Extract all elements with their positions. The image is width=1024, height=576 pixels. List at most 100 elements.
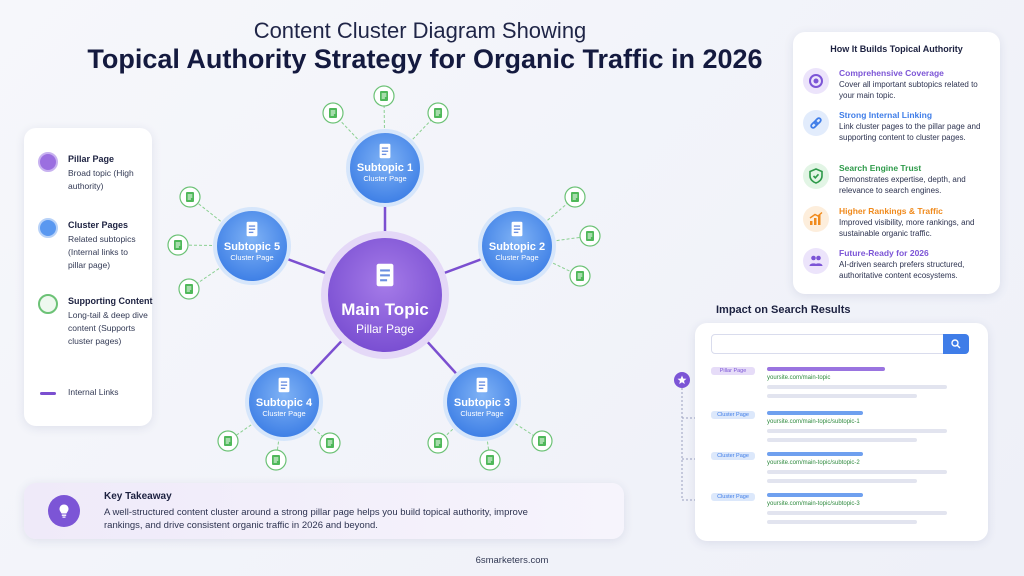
how-item-desc: Link cluster pages to the pillar page an… [839,122,981,142]
how-item-desc: Demonstrates expertise, depth, and relev… [839,175,966,195]
document-icon [434,438,442,448]
shield-icon [803,163,829,189]
pillar-dot-icon [38,152,58,172]
subtopic-5-subtitle: Cluster Page [230,253,274,262]
subtopic-4-subtitle: Cluster Page [262,409,306,418]
subtopic-circle-3 [447,367,517,437]
document-icon [538,436,546,446]
subtopic-1-node: Subtopic 1 Cluster Page [345,162,425,183]
subtopic-4-title: Subtopic 4 [255,397,313,409]
legend-supporting-desc: Long-tail & deep dive content (Supports … [68,310,148,346]
document-icon [186,192,194,202]
subtopic-circle-5 [217,211,287,281]
result-url[interactable]: yoursite.com/main-topic/subtopic-3 [767,501,860,507]
result-tag: Cluster Page [711,493,755,501]
document-icon [380,91,388,101]
subtopic-2-subtitle: Cluster Page [495,253,539,262]
how-item-title: Comprehensive Coverage [839,68,944,78]
takeaway-text: A well-structured content cluster around… [104,507,528,531]
how-heading: How It Builds Topical Authority [830,44,963,54]
chart-icon [803,206,829,232]
legend-cluster-title: Cluster Pages [68,220,129,230]
document-icon [246,221,258,237]
legend-links-label: Internal Links [68,387,119,397]
how-item-desc: Cover all important subtopics related to… [839,80,978,100]
document-icon [511,221,523,237]
result-tag: Cluster Page [711,452,755,460]
subtopic-2-node: Subtopic 2 Cluster Page [477,241,557,262]
result-snippet-line [767,394,917,398]
title-line-2: Topical Authority Strategy for Organic T… [87,44,763,74]
document-icon [571,192,579,202]
how-item-title: Search Engine Trust [839,163,922,173]
subtopic-5-title: Subtopic 5 [223,241,281,253]
users-icon [803,248,829,274]
main-topic-title: Main Topic [341,300,429,319]
legend-pillar-title: Pillar Page [68,154,115,164]
impact-heading: Impact on Search Results [716,304,851,316]
result-snippet-line [767,511,947,515]
document-icon [278,377,290,393]
document-icon [476,377,488,393]
takeaway-title: Key Takeaway [104,491,172,502]
result-title-bar[interactable] [767,493,863,497]
subtopic-4-node: Subtopic 4 Cluster Page [244,397,324,418]
result-url[interactable]: yoursite.com/main-topic/subtopic-2 [767,460,860,466]
result-snippet-line [767,520,917,524]
search-icon [951,339,961,349]
link-icon [803,110,829,136]
document-icon [434,108,442,118]
footer-source: 6smarketers.com [475,555,549,566]
subtopic-3-title: Subtopic 3 [453,397,511,409]
result-url[interactable]: yoursite.com/main-topic [767,375,831,381]
subtopic-circle-2 [482,211,552,281]
result-tag: Pillar Page [711,367,755,375]
result-title-bar[interactable] [767,411,863,415]
title-line-1: Content Cluster Diagram Showing [253,18,587,43]
result-snippet-line [767,479,917,483]
document-icon [174,240,182,250]
supporting-dot-icon [38,294,58,314]
subtopic-5-node: Subtopic 5 Cluster Page [212,241,292,262]
result-title-bar[interactable] [767,367,885,371]
subtopic-1-title: Subtopic 1 [356,162,414,174]
lightbulb-icon [48,495,80,527]
result-title-bar[interactable] [767,452,863,456]
how-item-title: Higher Rankings & Traffic [839,206,943,216]
legend-supporting-title: Supporting Content [68,296,153,306]
how-it-builds-panel: How It Builds Topical Authority Comprehe… [793,32,1000,294]
key-takeaway-panel: Key Takeaway A well-structured content c… [24,483,624,539]
document-icon [329,108,337,118]
result-tag: Cluster Page [711,411,755,419]
how-item-title: Future-Ready for 2026 [839,248,929,258]
result-url[interactable]: yoursite.com/main-topic/subtopic-1 [767,419,860,425]
document-icon [376,263,394,287]
document-icon [379,143,391,159]
document-icon [586,231,594,241]
subtopic-3-node: Subtopic 3 Cluster Page [442,397,522,418]
document-icon [272,455,280,465]
result-snippet-line [767,470,947,474]
subtopic-1-subtitle: Cluster Page [363,174,407,183]
target-icon [803,68,829,94]
how-item-desc: AI-driven search prefers structured, aut… [839,260,965,280]
main-topic-subtitle: Pillar Page [355,322,415,336]
link-line-icon [40,392,56,395]
subtopic-circle-1 [350,133,420,203]
result-snippet-line [767,438,917,442]
legend-pillar-desc: Broad topic (High authority) [68,168,134,191]
serp-connector [674,372,700,501]
support-link-5-1 [189,196,253,247]
document-icon [486,455,494,465]
result-snippet-line [767,385,947,389]
how-item-desc: Improved visibility, more rankings, and … [839,218,975,238]
main-topic-node: Main Topic Pillar Page [335,300,435,336]
search-input[interactable] [711,334,969,354]
result-snippet-line [767,429,947,433]
search-button[interactable] [943,334,969,354]
document-icon [576,271,584,281]
subtopic-3-subtitle: Cluster Page [460,409,504,418]
legend-cluster-desc: Related subtopics (Internal links to pil… [68,234,136,270]
